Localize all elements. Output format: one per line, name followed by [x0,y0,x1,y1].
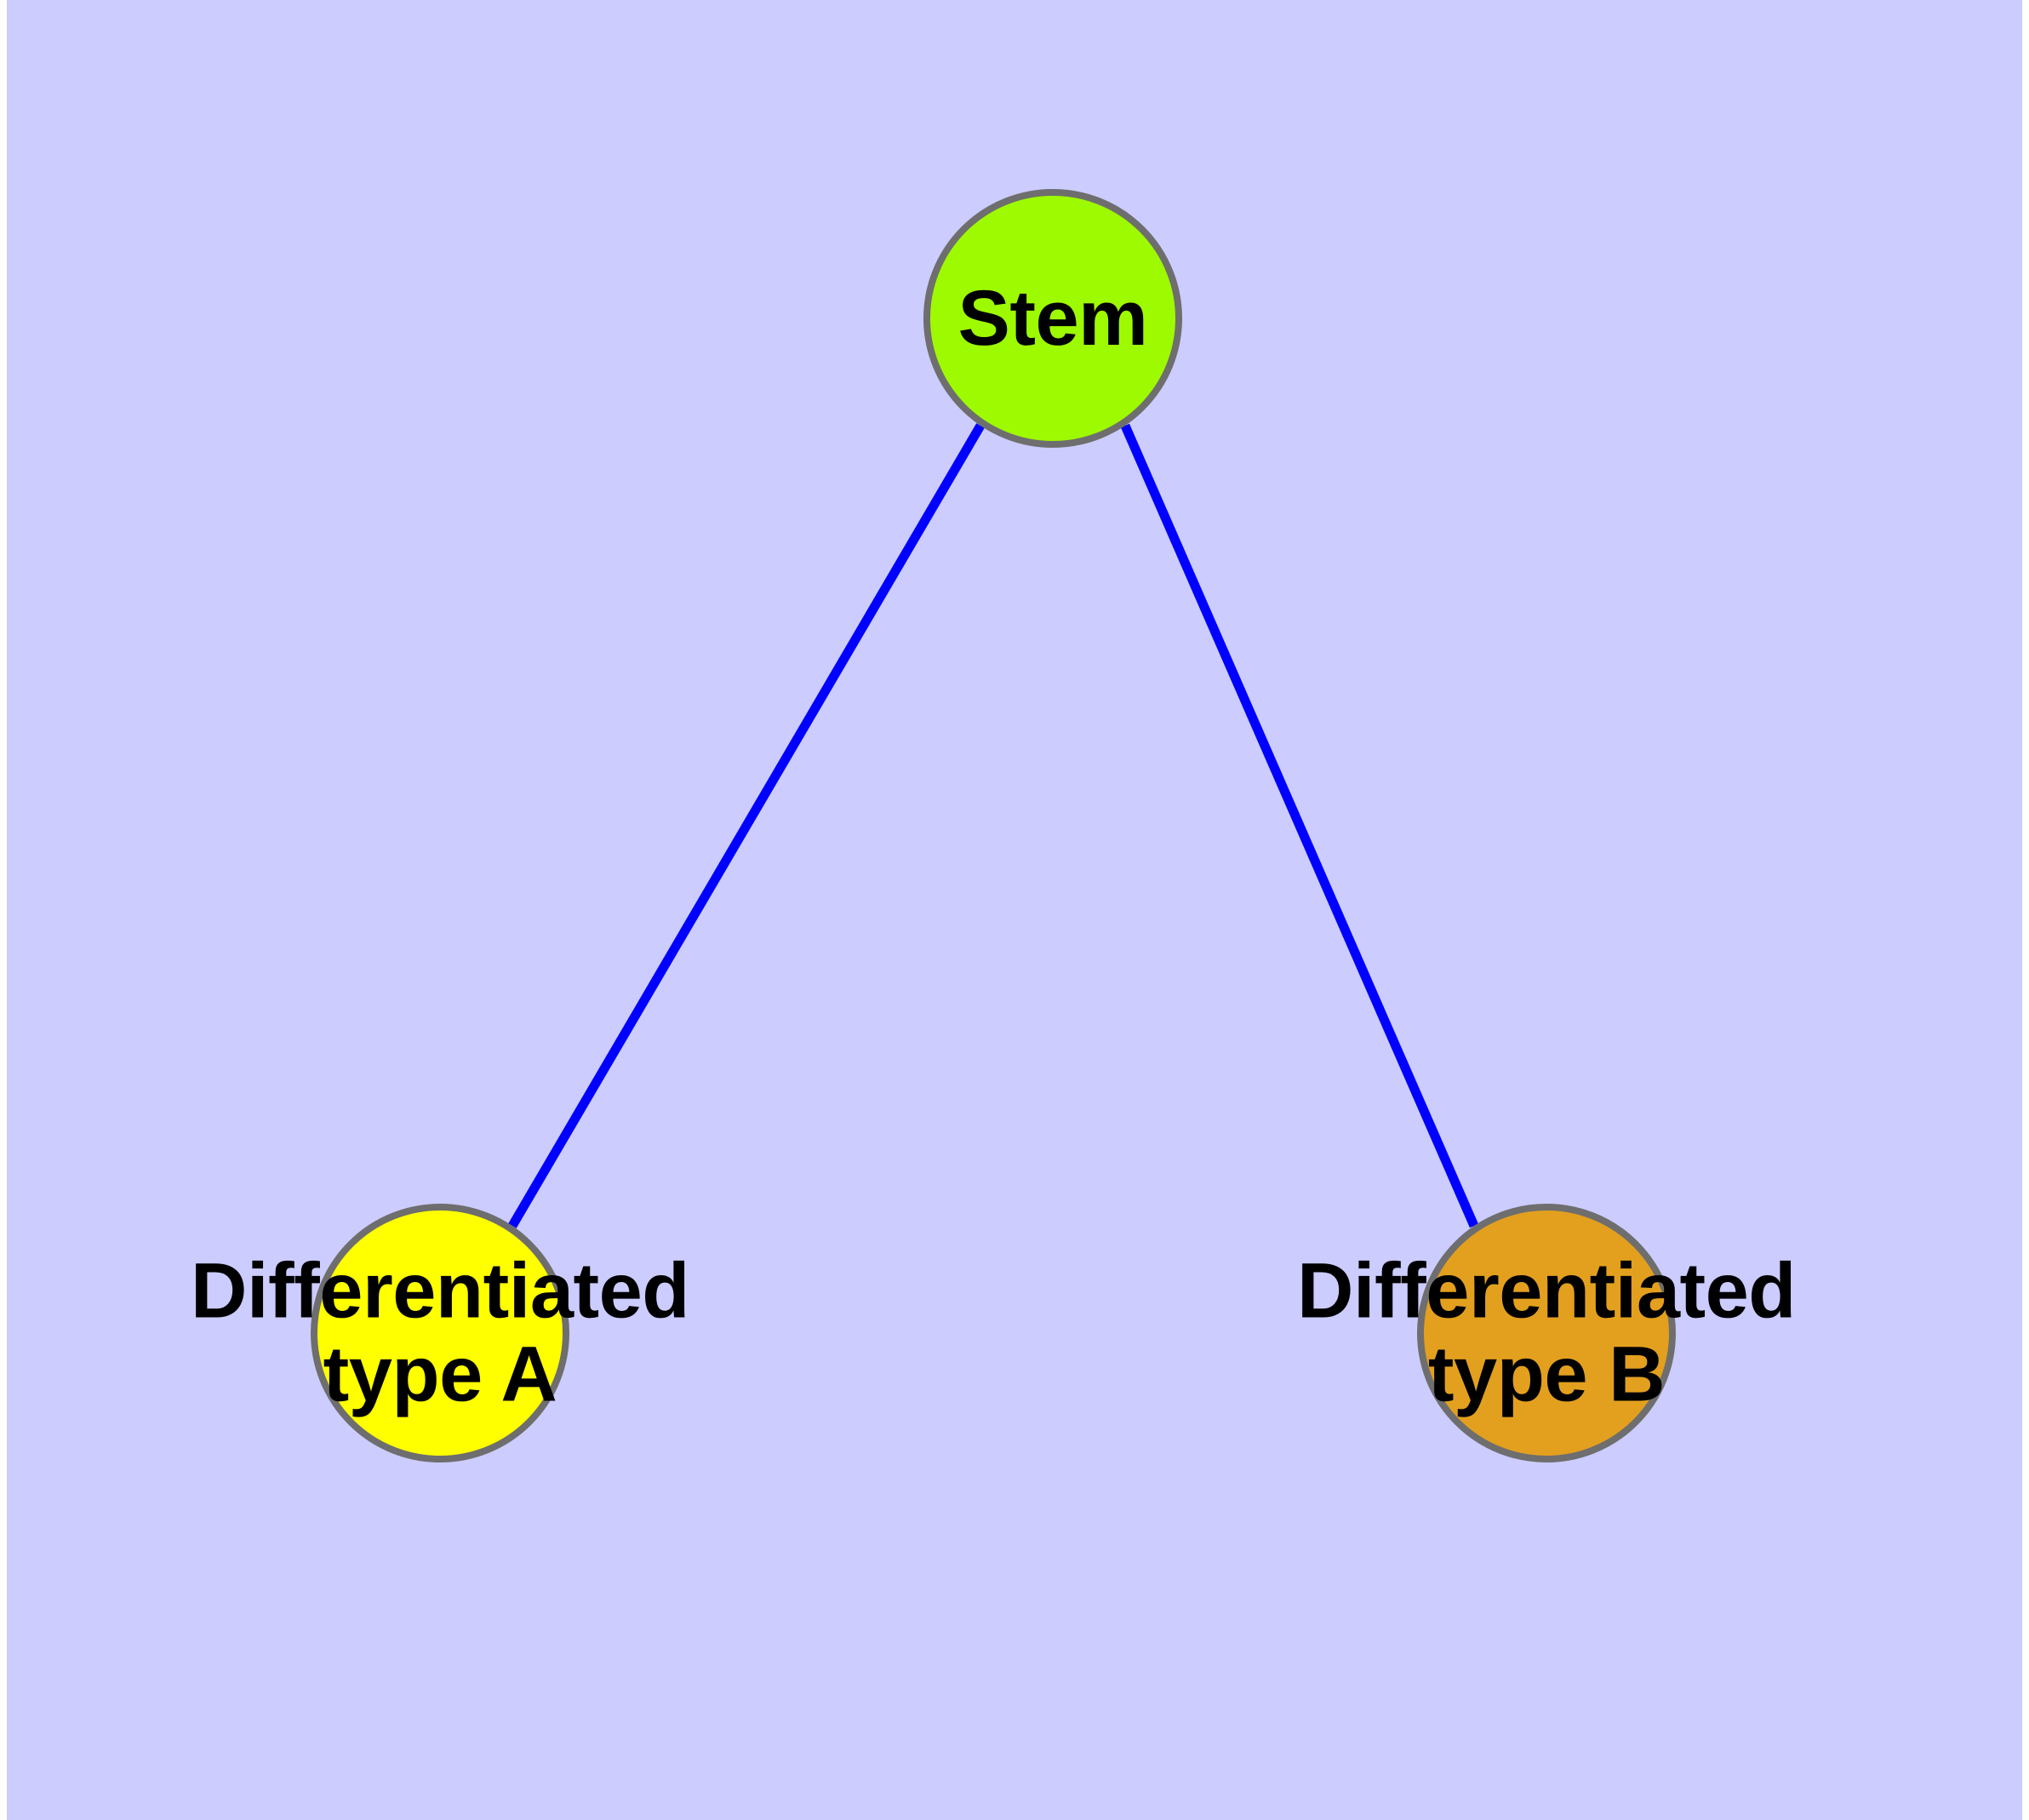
node-differentiated-type-b[interactable] [1417,1204,1676,1462]
edge-stem-to-differentiated-b[interactable] [1120,423,1479,1228]
edge-layer [508,423,1479,1228]
node-differentiated-type-a[interactable] [311,1204,569,1462]
edge-stem-to-differentiated-a[interactable] [508,423,985,1228]
node-stem[interactable] [923,189,1182,448]
node-layer [311,189,1676,1462]
